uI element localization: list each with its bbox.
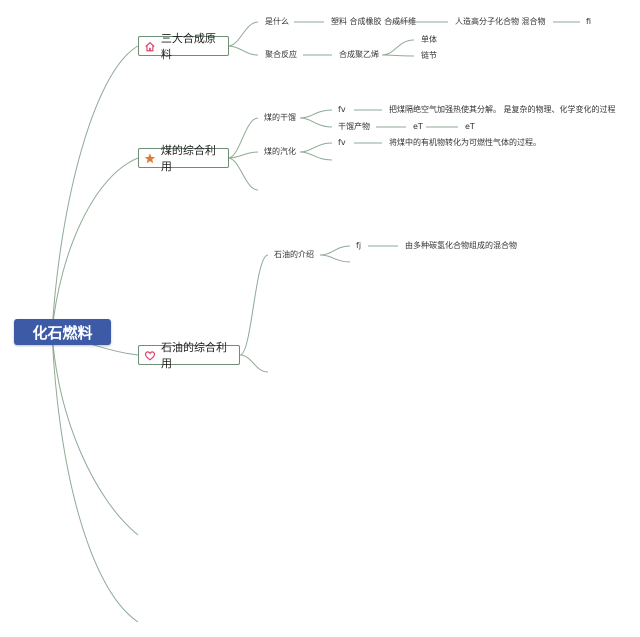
node-polymerization[interactable]: 聚合反应 [265,50,297,59]
node-coal-carbonization[interactable]: 煤的干馏 [264,113,296,122]
node-what-is[interactable]: 是什么 [265,17,289,26]
node-polyethylene[interactable]: 合成聚乙烯 [339,50,379,59]
topic-oil-utilization[interactable]: 石油的综合利用 [138,341,240,370]
node-fv-1[interactable]: fv [338,105,346,114]
topic-coal-utilization[interactable]: 煤的综合利用 [138,144,229,173]
node-fj[interactable]: fj [356,241,362,250]
topic-three-raw-materials[interactable]: 三大合成原料 [138,32,229,61]
topic-label: 煤的综合利用 [160,144,216,173]
star-icon [144,152,156,163]
node-et-2[interactable]: eT [465,122,475,131]
home-icon [145,41,155,51]
node-oil-desc[interactable]: 由多种碳氢化合物组成的混合物 [405,241,517,250]
node-oil-intro[interactable]: 石油的介绍 [274,250,314,259]
node-fv-2[interactable]: fv [338,138,346,147]
heart-icon [144,350,156,361]
node-plastics-rubber-fiber[interactable]: 塑料 合成橡胶 合成纤维 [331,17,417,26]
node-carbonization-products[interactable]: 干馏产物 [338,122,370,131]
node-coal-gasification[interactable]: 煤的汽化 [264,147,296,156]
node-gasification-desc[interactable]: 将煤中的有机物转化为可燃性气体的过程。 [389,138,541,147]
node-fi[interactable]: fi [586,17,592,26]
topic-label: 石油的综合利用 [160,341,227,370]
node-chain-link[interactable]: 链节 [421,51,437,60]
topic-label: 三大合成原料 [160,32,216,61]
node-et-1[interactable]: eT [413,122,423,131]
root-topic[interactable]: 化石燃料 [14,319,111,345]
node-polymer-mixture[interactable]: 人造高分子化合物 混合物 [455,17,546,26]
node-carbonization-desc[interactable]: 把煤隔绝空气加强热使其分解。 是复杂的物理、化学变化的过程 [389,105,616,114]
node-monomer[interactable]: 单体 [421,35,437,44]
